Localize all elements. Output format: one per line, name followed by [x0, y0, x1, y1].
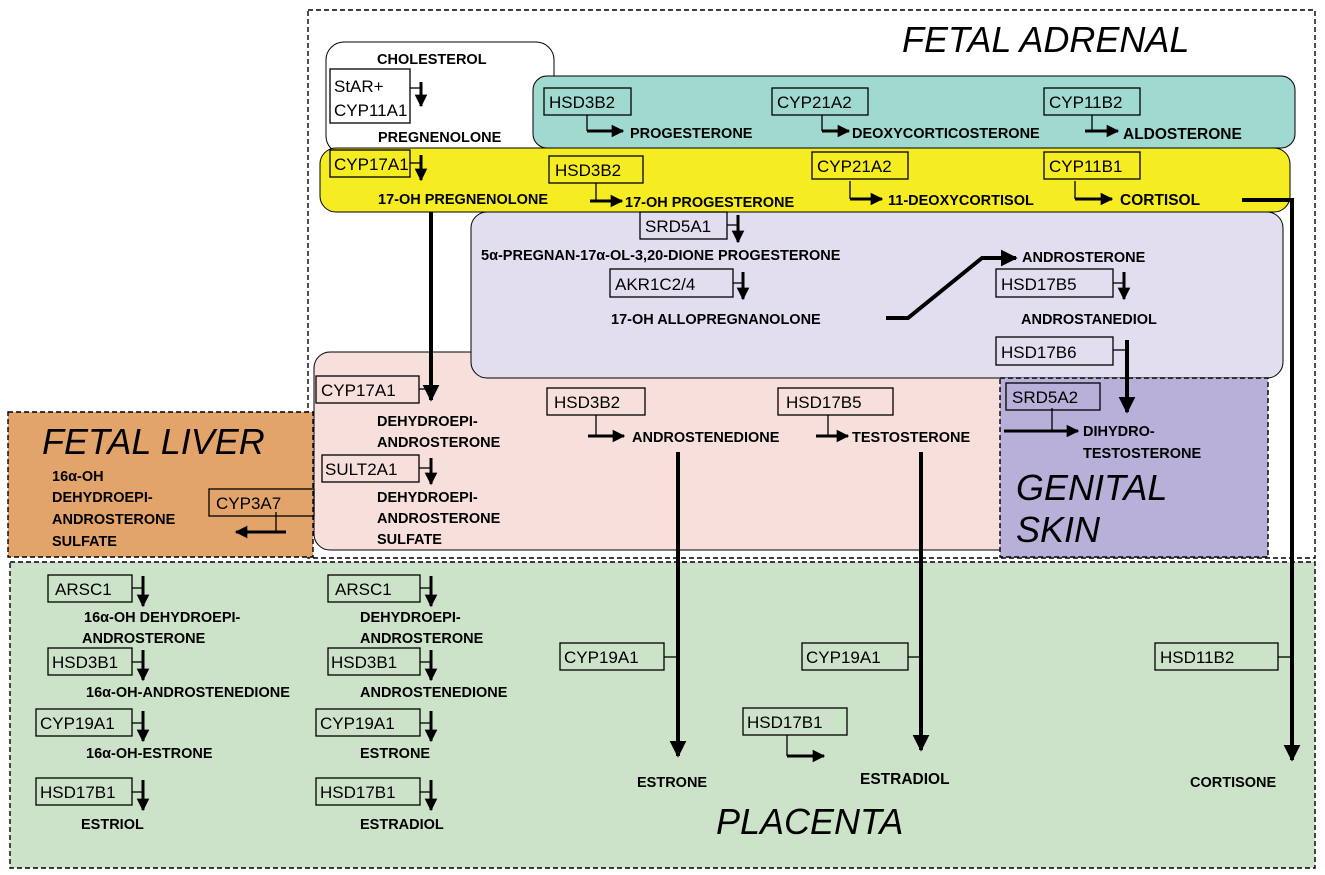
metabolite-p-16oh-androstenedione: 16α-OH-ANDROSTENEDIONE — [86, 685, 290, 701]
metabolite-dheas-line1: DEHYDROEPI- — [377, 490, 478, 506]
metabolite-estrone: ESTRONE — [637, 775, 707, 791]
enzyme-star-line1: StAR+ — [334, 77, 384, 96]
enzyme-sult2a1: SULT2A1 — [325, 460, 397, 479]
metabolite-16oh-dheas-line1: 16α-OH — [52, 469, 104, 485]
genital-skin-title-2: SKIN — [1016, 509, 1101, 550]
step-arrows — [132, 82, 1292, 812]
metabolite-androstanediol: ANDROSTANEDIOL — [1021, 312, 1157, 328]
metabolite-p-estrone: ESTRONE — [360, 746, 430, 762]
genital-skin-title-1: GENITAL — [1016, 467, 1167, 508]
metabolite-p-dhea-line2: ANDROSTERONE — [360, 631, 484, 647]
enzyme-cyp19a1-b: CYP19A1 — [320, 714, 395, 733]
metabolite-17oh-pregnenolone: 17-OH PREGNENOLONE — [378, 192, 548, 208]
enzyme-hsd17b1-c: HSD17B1 — [747, 713, 823, 732]
enzyme-hsd3b2-a: HSD3B2 — [549, 93, 615, 112]
metabolite-estradiol: ESTRADIOL — [860, 771, 950, 788]
enzyme-hsd17b5-a: HSD17B5 — [1001, 275, 1077, 294]
enzyme-hsd3b1-b: HSD3B1 — [331, 653, 397, 672]
enzyme-boxes — [35, 68, 1279, 806]
metabolite-17oh-allopregnanolone: 17-OH ALLOPREGNANOLONE — [611, 312, 821, 328]
placenta-title: PLACENTA — [716, 801, 903, 842]
enzyme-cyp21a2-b: CYP21A2 — [817, 157, 892, 176]
enzyme-hsd3b1-a: HSD3B1 — [52, 653, 118, 672]
metabolite-p-estradiol: ESTRADIOL — [360, 817, 444, 833]
metabolite-17oh-progesterone: 17-OH PROGESTERONE — [625, 195, 795, 211]
metabolite-androstenedione: ANDROSTENEDIONE — [632, 430, 780, 446]
metabolite-p-16oh-dhea-line1: 16α-OH DEHYDROEPI- — [84, 610, 241, 626]
placenta-region — [9, 561, 1316, 869]
metabolite-deoxycorticosterone: DEOXYCORTICOSTERONE — [852, 126, 1040, 142]
metabolite-p-estriol: ESTRIOL — [81, 817, 144, 833]
metabolite-testosterone: TESTOSTERONE — [852, 430, 970, 446]
metabolite-11-deoxycortisol: 11-DEOXYCORTISOL — [888, 193, 1034, 209]
enzyme-cyp11b1: CYP11B1 — [1049, 157, 1122, 176]
metabolite-cortisone: CORTISONE — [1190, 775, 1277, 791]
metabolite-16oh-dheas-line2: DEHYDROEPI- — [52, 490, 153, 506]
metabolite-dhea-line2: ANDROSTERONE — [377, 435, 501, 451]
metabolite-p-dhea-line1: DEHYDROEPI- — [360, 610, 461, 626]
metabolite-androsterone: ANDROSTERONE — [1022, 250, 1146, 266]
enzyme-hsd17b1-a: HSD17B1 — [40, 783, 116, 802]
long-arrows — [422, 198, 1301, 762]
enzyme-cyp11a1: CYP11A1 — [334, 101, 407, 120]
metabolite-pregnenolone: PREGNENOLONE — [378, 130, 502, 146]
metabolite-dht-line1: DIHYDRO- — [1083, 424, 1155, 440]
fetal-adrenal-title: FETAL ADRENAL — [902, 19, 1189, 60]
enzyme-cyp19a1-d: CYP19A1 — [806, 648, 881, 667]
enzyme-cyp21a2-a: CYP21A2 — [777, 93, 852, 112]
metabolite-p-16oh-estrone: 16α-OH-ESTRONE — [86, 746, 213, 762]
enzyme-hsd3b2-c: HSD3B2 — [554, 393, 620, 412]
metabolite-progesterone: PROGESTERONE — [630, 126, 753, 142]
enzyme-hsd3b2-b: HSD3B2 — [555, 161, 621, 180]
enzyme-cyp3a7: CYP3A7 — [216, 494, 281, 513]
metabolite-16oh-dheas-line3: ANDROSTERONE — [52, 512, 176, 528]
arrow-allopregnanolone-to-androsterone — [886, 249, 1018, 320]
enzyme-srd5a2: SRD5A2 — [1012, 388, 1078, 407]
metabolite-16oh-dheas-line4: SULFATE — [52, 534, 117, 550]
enzyme-cyp11b2: CYP11B2 — [1049, 93, 1122, 112]
arrow-cortisol-to-cortisone — [1242, 198, 1301, 762]
fetal-liver-title: FETAL LIVER — [42, 421, 265, 462]
enzyme-srd5a1: SRD5A1 — [645, 217, 711, 236]
enzyme-akr1c2: AKR1C2/4 — [615, 275, 695, 294]
metabolite-pregnandione: 5α-PREGNAN-17α-OL-3,20-DIONE PROGESTERON… — [481, 248, 841, 264]
metabolite-cholesterol: CHOLESTEROL — [377, 52, 487, 68]
fetal-adrenal-border — [307, 9, 1316, 559]
metabolite-dheas-line3: SULFATE — [377, 532, 442, 548]
enzyme-hsd17b5-b: HSD17B5 — [786, 393, 862, 412]
metabolite-p-16oh-dhea-line2: ANDROSTERONE — [82, 631, 206, 647]
enzyme-cyp17a1-b: CYP17A1 — [321, 381, 396, 400]
enzyme-arsc1-a: ARSC1 — [55, 580, 112, 599]
metabolite-aldosterone: ALDOSTERONE — [1123, 126, 1242, 143]
metabolite-dhea-line1: DEHYDROEPI- — [377, 414, 478, 430]
metabolite-dht-line2: TESTOSTERONE — [1083, 446, 1201, 462]
enzyme-hsd11b2: HSD11B2 — [1160, 648, 1234, 667]
enzyme-cyp19a1-a: CYP19A1 — [40, 714, 115, 733]
metabolite-cortisol: CORTISOL — [1120, 192, 1200, 209]
enzyme-hsd17b6: HSD17B6 — [1001, 343, 1077, 362]
backdoor-region — [470, 211, 1284, 379]
enzyme-arsc1-b: ARSC1 — [335, 580, 392, 599]
metabolite-dheas-line2: ANDROSTERONE — [377, 511, 501, 527]
enzyme-hsd17b1-b: HSD17B1 — [320, 783, 396, 802]
enzyme-cyp17a1-a: CYP17A1 — [334, 155, 409, 174]
metabolite-p-androstenedione: ANDROSTENEDIONE — [360, 685, 508, 701]
enzyme-cyp19a1-c: CYP19A1 — [564, 648, 639, 667]
